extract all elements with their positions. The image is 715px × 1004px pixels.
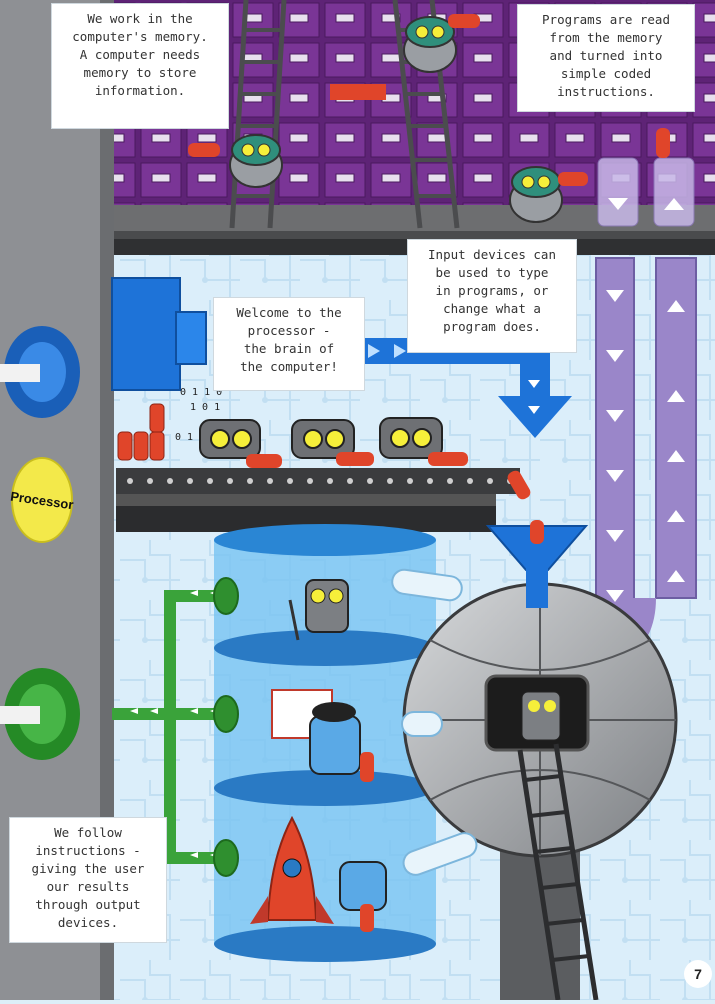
bubble-line: memory to store — [83, 65, 197, 80]
svg-text:1 0 1: 1 0 1 — [190, 402, 220, 413]
speech-bubble-processor: Welcome to the processor - the brain of … — [214, 298, 364, 390]
speech-bubble-memory: We work in the computer's memory. A comp… — [52, 4, 228, 128]
bubble-line: giving the user — [31, 861, 145, 876]
page-number: 7 — [684, 960, 712, 988]
bubble-line: devices. — [57, 915, 119, 930]
bubble-line: the computer! — [240, 359, 338, 374]
bubble-line: processor - — [247, 323, 331, 338]
processor-label: Processor — [9, 488, 75, 512]
conveyor-belt — [116, 468, 520, 532]
rocket — [250, 815, 387, 932]
bubble-line: We work in the — [87, 11, 193, 26]
speech-bubble-programs: Programs are read from the memory and tu… — [518, 5, 694, 111]
bubble-line: through output — [35, 897, 141, 912]
bubble-line: instructions. — [557, 84, 655, 99]
bubble-line: We follow — [54, 825, 122, 840]
bubble-line: from the memory — [549, 30, 663, 45]
bubble-line: the brain of — [243, 341, 335, 356]
bubble-line: Input devices can — [428, 247, 556, 262]
bubble-line: be used to type — [435, 265, 549, 280]
bubble-line: instructions - — [35, 843, 141, 858]
singer-robot — [288, 579, 349, 641]
bubble-line: change what a — [443, 301, 541, 316]
bubble-line: Programs are read — [542, 12, 670, 27]
memory-readers — [597, 157, 695, 227]
bubble-line: A computer needs — [79, 47, 201, 62]
bubble-line: our results — [46, 879, 130, 894]
artist-robot — [271, 689, 374, 782]
processor-sphere — [402, 520, 678, 1000]
instruction-stack — [117, 403, 165, 461]
processor-robots — [199, 417, 531, 500]
output-port — [0, 668, 80, 760]
bubble-line: simple coded — [560, 66, 652, 81]
bubble-line: program does. — [443, 319, 541, 334]
sphere-ladder — [517, 743, 599, 1001]
memory-robots — [188, 14, 670, 223]
input-port — [0, 326, 80, 418]
processor-badge — [11, 457, 73, 543]
bubble-line: and turned into — [549, 48, 663, 63]
bubble-line: Welcome to the — [236, 305, 342, 320]
speech-bubble-output: We follow instructions - giving the user… — [10, 818, 166, 942]
svg-text:0 1 0 1: 0 1 0 1 — [175, 432, 217, 443]
bubble-line: information. — [94, 83, 186, 98]
output-pipes — [112, 590, 224, 864]
binary-digits: 0 1 1 0 — [180, 387, 222, 398]
bubble-line: in programs, or — [435, 283, 549, 298]
bubble-line: computer's memory. — [72, 29, 208, 44]
speech-bubble-input: Input devices can be used to type in pro… — [408, 240, 576, 352]
feed-tubes — [391, 568, 478, 876]
